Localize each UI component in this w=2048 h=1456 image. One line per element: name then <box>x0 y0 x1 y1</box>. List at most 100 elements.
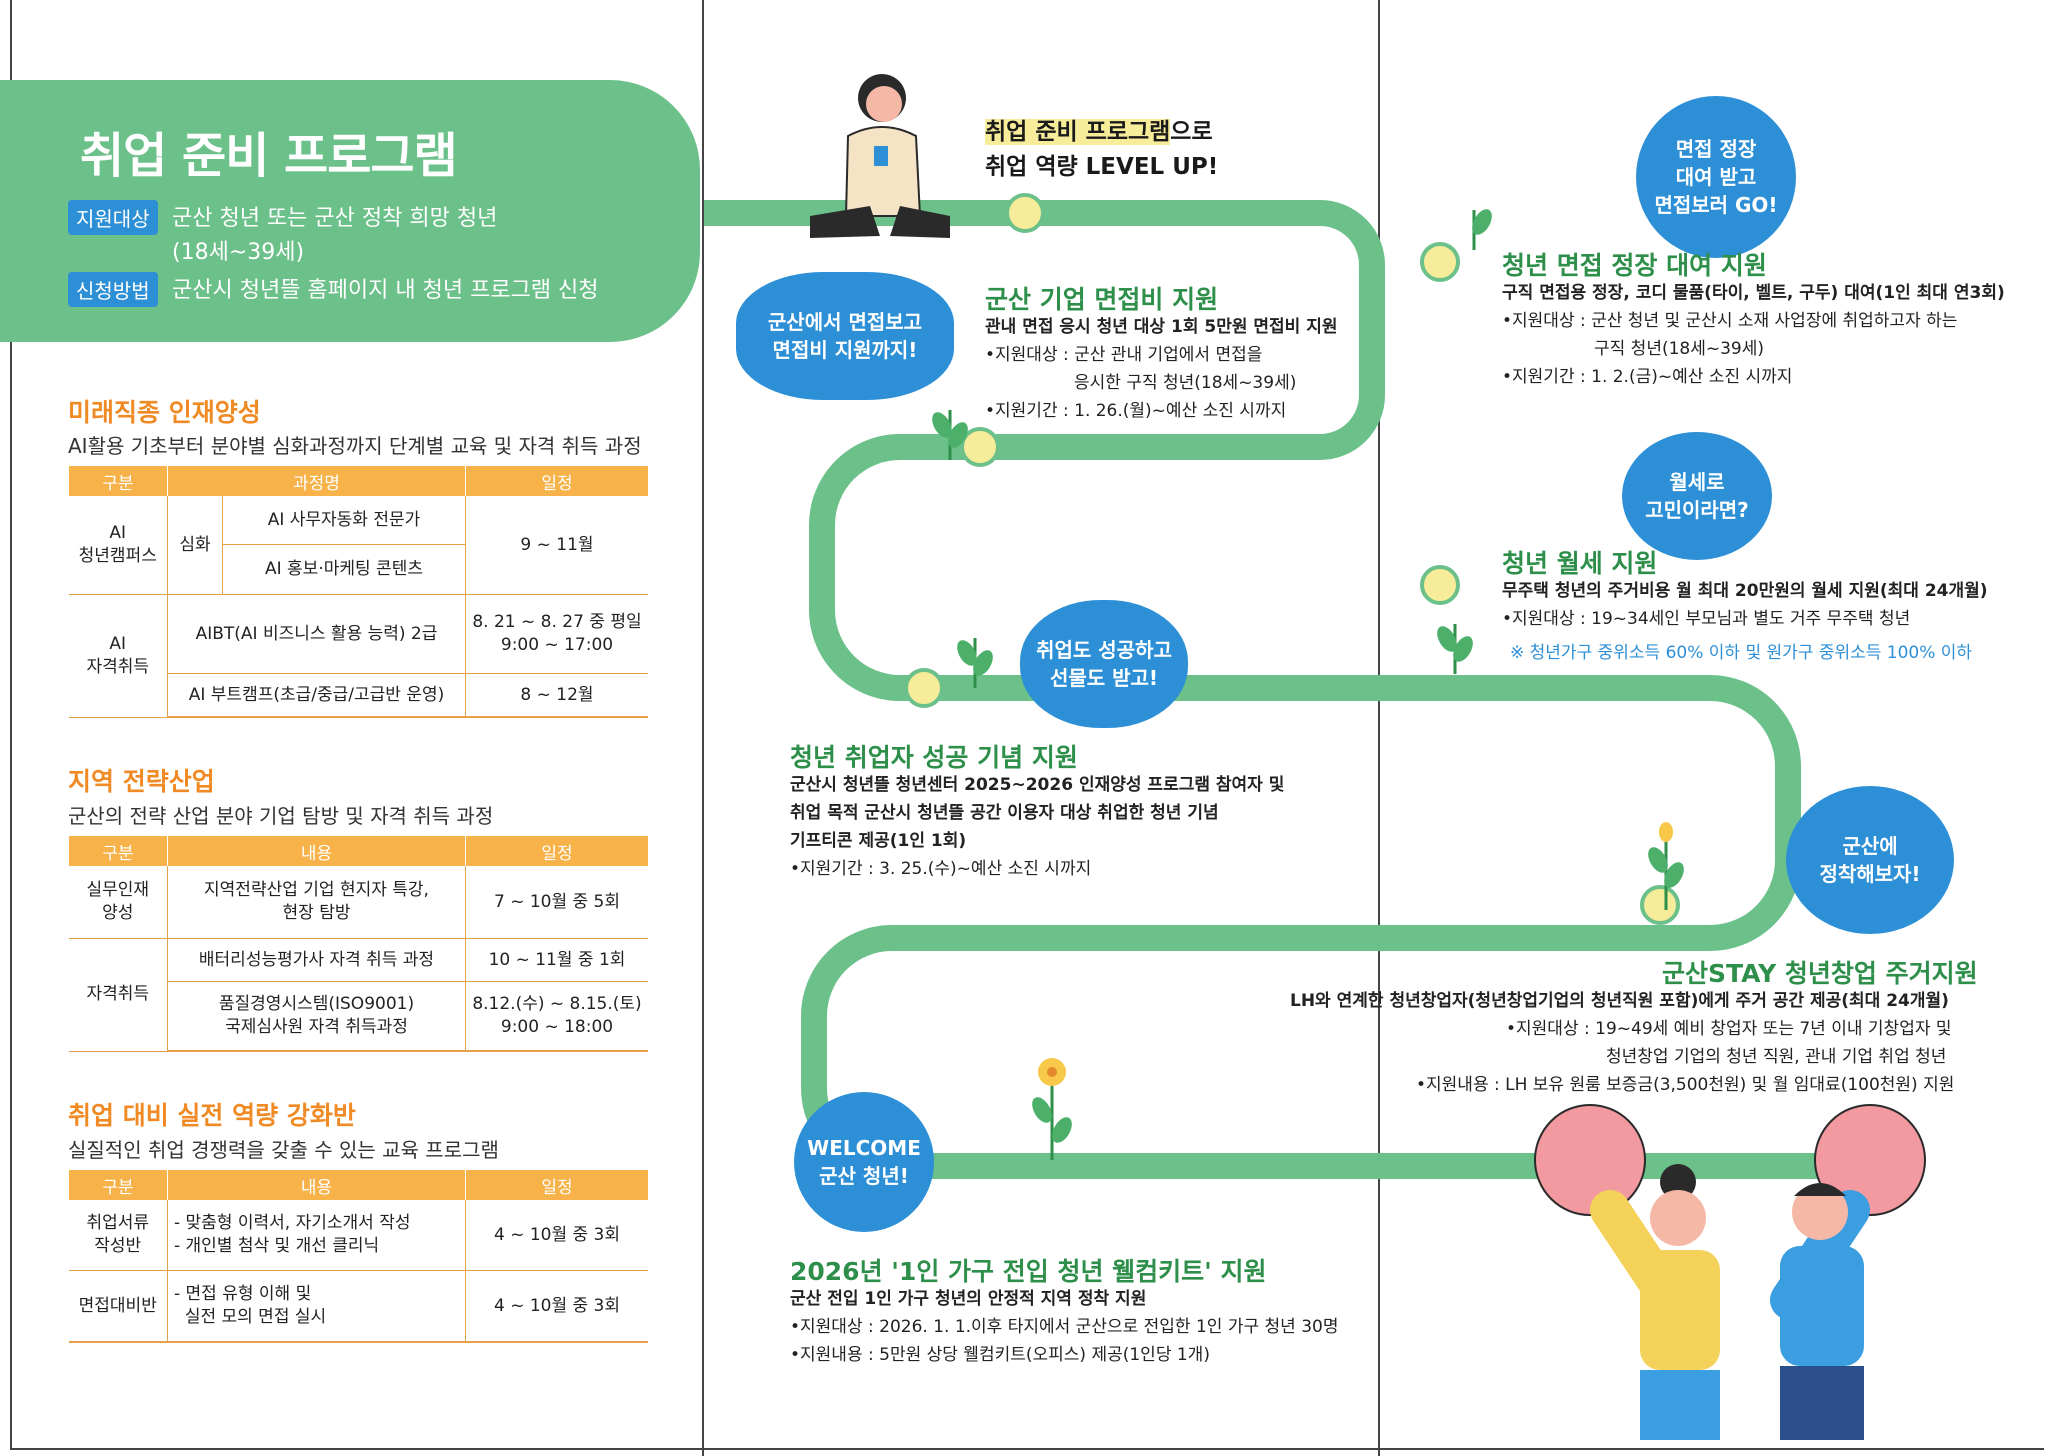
program-desc: 무주택 청년의 주거비용 월 최대 20만원의 월세 지원(최대 24개월) <box>1502 581 1988 601</box>
plant-icon <box>1472 209 1492 250</box>
col-header: 구분 <box>68 1170 168 1200</box>
road-dot-1 <box>1005 193 1045 233</box>
program-detail: •지원내용 : 5만원 상당 웰컴키트(오피스) 제공(1인당 1개) <box>790 1345 1210 1365</box>
table-cell: 8. 21 ~ 8. 27 중 평일 9:00 ~ 17:00 <box>465 594 648 674</box>
target-age: (18세~39세) <box>172 240 305 265</box>
program-title-welcome-kit: 2026년 '1인 가구 전입 청년 웰컴키트' 지원 <box>790 1257 1267 1286</box>
col-header: 내용 <box>167 836 466 866</box>
col-header: 내용 <box>167 1170 466 1200</box>
table-cell: 지역전략산업 기업 현지자 특강, 현장 탐방 <box>167 866 466 939</box>
plant-icon <box>932 410 968 460</box>
program-title-rent: 청년 월세 지원 <box>1502 549 1658 578</box>
table-cell: - 맞춤형 이력서, 자기소개서 작성 - 개인별 첨삭 및 개선 클리닉 <box>167 1200 466 1271</box>
table-row: AI 부트캠프(초급/중급/고급반 운영) 8 ~ 12월 <box>69 673 648 718</box>
target-tag: 지원대상 <box>68 200 158 235</box>
table-cell: AI 사무자동화 전문가 <box>222 496 466 546</box>
start-character-illustration <box>810 74 950 238</box>
table-header: 구분 내용 일정 <box>68 1170 648 1200</box>
table-row: 자격취득 배터리성능평가사 자격 취득 과정 10 ~ 11월 중 1회 <box>68 938 648 1052</box>
table-cell: 품질경영시스템(ISO9001) 국제심사원 자격 취득과정 <box>167 981 466 1052</box>
program-detail: •지원기간 : 1. 2.(금)~예산 소진 시까지 <box>1502 367 1793 387</box>
intro-line-1: 취업 준비 프로그램으로 <box>985 112 1213 146</box>
table-cell: 4 ~ 10월 중 3회 <box>465 1200 648 1271</box>
col-header: 일정 <box>465 1170 648 1200</box>
table-cell: 4 ~ 10월 중 3회 <box>465 1270 648 1343</box>
section3-title: 취업 대비 실전 역량 강화반 <box>68 1101 356 1130</box>
intro-line-2: 취업 역량 LEVEL UP! <box>985 154 1219 180</box>
program-title-interview-fee: 군산 기업 면접비 지원 <box>985 285 1219 314</box>
table-cell: AI 홍보·마케팅 콘텐츠 <box>222 544 466 595</box>
speech-bubble-settle: 군산에 정착해보자! <box>1786 786 1954 934</box>
table-cell: 7 ~ 10월 중 5회 <box>465 866 648 939</box>
table-row: AI 자격취득 AIBT(AI 비즈니스 활용 능력) 2급 8. 21 ~ 8… <box>68 594 648 718</box>
method-text: 군산시 청년뜰 홈페이지 내 청년 프로그램 신청 <box>172 278 599 303</box>
table-cell: 8.12.(수) ~ 8.15.(토) 9:00 ~ 18:00 <box>465 981 648 1052</box>
flower-icon <box>1032 1058 1072 1160</box>
table-cell: AI 청년캠퍼스 <box>68 496 168 595</box>
table-row: AI 청년캠퍼스 심화 AI 사무자동화 전문가 9 ~ 11월 <box>68 496 648 595</box>
program-detail: •지원기간 : 3. 25.(수)~예산 소진 시까지 <box>790 859 1092 879</box>
cheering-characters-illustration <box>1534 1104 1926 1440</box>
program-note: ※ 청년가구 중위소득 60% 이하 및 원가구 중위소득 100% 이하 <box>1510 643 1973 663</box>
table-cell: 심화 <box>167 496 223 595</box>
fold-line-2 <box>1378 0 1380 1456</box>
table-cell: 자격취득 <box>68 938 168 1052</box>
plant-icon <box>1437 624 1473 674</box>
table-cell: 취업서류 작성반 <box>68 1200 168 1271</box>
col-header: 일정 <box>465 836 648 866</box>
table-cell: 8 ~ 12월 <box>465 673 648 718</box>
program-desc: LH와 연계한 청년창업자(청년창업기업의 청년직원 포함)에게 주거 공간 제… <box>1290 991 1949 1011</box>
target-text: 군산 청년 또는 군산 정착 희망 청년 <box>172 206 498 231</box>
program-desc: 군산 전입 1인 가구 청년의 안정적 지역 정착 지원 <box>790 1289 1147 1309</box>
table-cell: 10 ~ 11월 중 1회 <box>465 938 648 982</box>
col-header: 과정명 <box>167 466 466 496</box>
program-desc: 관내 면접 응시 청년 대상 1회 5만원 면접비 지원 <box>985 317 1338 337</box>
program-title-suit: 청년 면접 정장 대여 지원 <box>1502 251 1767 280</box>
speech-bubble-rent: 월세로 고민이라면? <box>1622 432 1772 560</box>
plant-icon <box>1648 822 1684 910</box>
program-title-stay: 군산STAY 청년창업 주거지원 <box>1662 959 1978 988</box>
program-detail: •지원대상 : 19~49세 예비 창업자 또는 7년 이내 기창업자 및 <box>1506 1019 1952 1039</box>
speech-bubble-welcome: WELCOME 군산 청년! <box>794 1092 934 1232</box>
col-header: 구분 <box>68 466 168 496</box>
table-row: 실무인재 양성 지역전략산업 기업 현지자 특강, 현장 탐방 7 ~ 10월 … <box>68 866 648 939</box>
section2-subtitle: 군산의 전략 산업 분야 기업 탐방 및 자격 취득 과정 <box>68 804 494 828</box>
program-detail: •지원대상 : 군산 청년 및 군산시 소재 사업장에 취업하고자 하는 <box>1502 311 1958 331</box>
table-row: 면접대비반 - 면접 유형 이해 및 실전 모의 면접 실시 4 ~ 10월 중… <box>68 1270 648 1343</box>
table-cell: AI 자격취득 <box>68 594 168 718</box>
table-cell: 9 ~ 11월 <box>465 496 648 595</box>
speech-bubble-success-gift: 취업도 성공하고 선물도 받고! <box>1020 600 1188 728</box>
section3-table: 구분 내용 일정 취업서류 작성반 - 맞춤형 이력서, 자기소개서 작성 - … <box>68 1170 648 1343</box>
speech-bubble-suit-rental: 면접 정장 대여 받고 면접보러 GO! <box>1636 96 1796 258</box>
fold-line-1 <box>702 0 704 1456</box>
program-detail: •지원대상 : 군산 관내 기업에서 면접을 <box>985 345 1263 365</box>
section1-subtitle: AI활용 기초부터 분야별 심화과정까지 단계별 교육 및 자격 취득 과정 <box>68 434 642 458</box>
program-detail: 청년창업 기업의 청년 직원, 관내 기업 취업 청년 <box>1606 1047 1947 1067</box>
program-desc: 군산시 청년뜰 청년센터 2025~2026 인재양성 프로그램 참여자 및 <box>790 775 1285 795</box>
method-tag: 신청방법 <box>68 272 158 307</box>
program-desc: 기프티콘 제공(1인 1회) <box>790 831 967 851</box>
page-title: 취업 준비 프로그램 <box>80 128 458 184</box>
table-cell: 실무인재 양성 <box>68 866 168 939</box>
table-header: 구분 과정명 일정 <box>68 466 648 496</box>
table-row: 취업서류 작성반 - 맞춤형 이력서, 자기소개서 작성 - 개인별 첨삭 및 … <box>68 1200 648 1271</box>
program-desc: 취업 목적 군산시 청년뜰 공간 이용자 대상 취업한 청년 기념 <box>790 803 1219 823</box>
section1-title: 미래직종 인재양성 <box>68 398 261 427</box>
table-row: 품질경영시스템(ISO9001) 국제심사원 자격 취득과정 8.12.(수) … <box>69 981 648 1052</box>
page-border <box>10 0 2044 1450</box>
table-cell: - 면접 유형 이해 및 실전 모의 면접 실시 <box>167 1270 466 1343</box>
speech-bubble-interview-fee: 군산에서 면접보고 면접비 지원까지! <box>736 272 954 400</box>
program-desc: 구직 면접용 정장, 코디 물품(타이, 벨트, 구두) 대여(1인 최대 연3… <box>1502 283 2005 303</box>
table-header: 구분 내용 일정 <box>68 836 648 866</box>
table-cell: 배터리성능평가사 자격 취득 과정 <box>167 938 466 982</box>
program-detail: •지원내용 : LH 보유 원룸 보증금(3,500천원) 및 월 임대료(10… <box>1416 1075 1955 1095</box>
table-cell: AIBT(AI 비즈니스 활용 능력) 2급 <box>167 594 466 674</box>
plant-icon <box>957 638 993 688</box>
section3-subtitle: 실질적인 취업 경쟁력을 갖출 수 있는 교육 프로그램 <box>68 1138 499 1162</box>
program-detail: 구직 청년(18세~39세) <box>1594 339 1765 359</box>
program-detail: •지원기간 : 1. 26.(월)~예산 소진 시까지 <box>985 401 1287 421</box>
program-detail: •지원대상 : 2026. 1. 1.이후 타지에서 군산으로 전입한 1인 가… <box>790 1317 1339 1337</box>
table-cell: 면접대비반 <box>68 1270 168 1343</box>
program-detail: 응시한 구직 청년(18세~39세) <box>1074 373 1297 393</box>
